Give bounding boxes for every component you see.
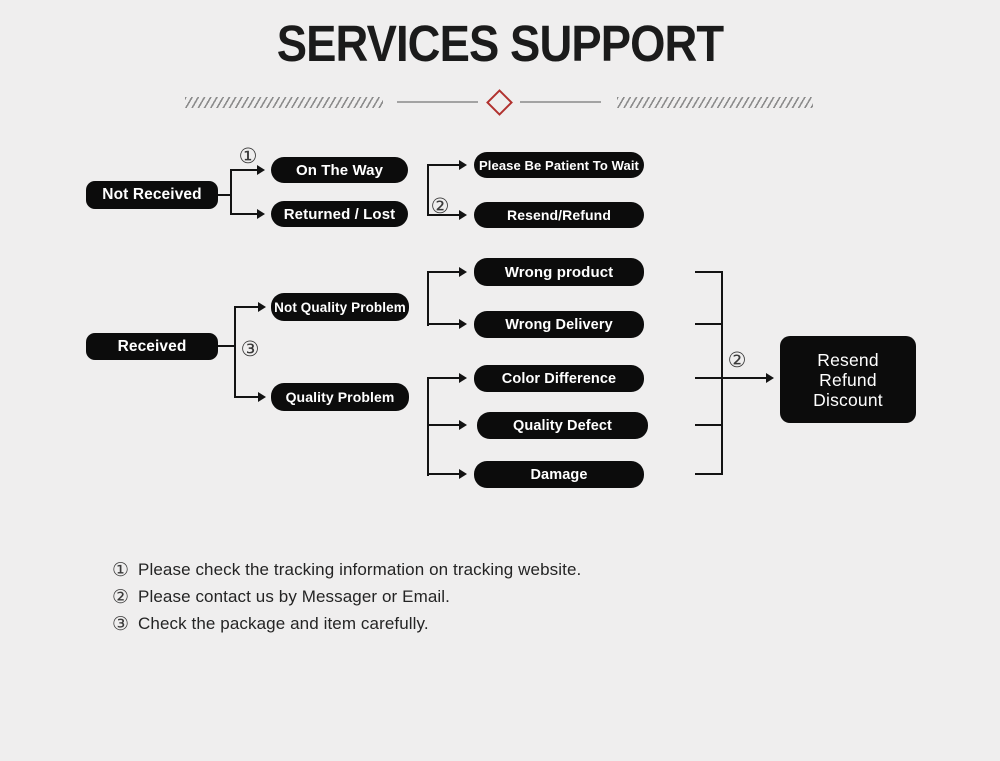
marker-2: ②	[430, 194, 450, 218]
connector-line	[427, 271, 429, 326]
node-not-received: Not Received	[86, 181, 218, 209]
final-line-refund: Refund	[819, 369, 877, 390]
connector-line	[695, 271, 723, 273]
arrowhead-icon	[258, 392, 266, 402]
arrowhead-icon	[766, 373, 774, 383]
connector-line	[721, 271, 723, 475]
arrowhead-icon	[459, 319, 467, 329]
note-text-2: Please contact us by Messager or Email.	[138, 587, 450, 606]
connector-line	[427, 323, 459, 325]
final-line-discount: Discount	[813, 389, 883, 410]
connector-line	[218, 345, 234, 347]
connector-line	[218, 194, 231, 196]
connector-line	[695, 377, 723, 379]
divider-line-right	[520, 101, 601, 103]
connector-line	[427, 473, 459, 475]
marker-2-final: ②	[727, 348, 747, 372]
note-text-1: Please check the tracking information on…	[138, 560, 582, 579]
connector-line	[234, 306, 236, 398]
hatch-pattern-right-icon	[617, 97, 813, 108]
node-not-quality-problem: Not Quality Problem	[271, 293, 409, 321]
connector-line	[427, 377, 429, 476]
node-returned-lost: Returned / Lost	[271, 201, 408, 227]
node-quality-defect: Quality Defect	[477, 412, 648, 439]
node-damage: Damage	[474, 461, 644, 488]
marker-3: ③	[240, 337, 260, 361]
arrowhead-icon	[258, 302, 266, 312]
note-item: ② Please contact us by Messager or Email…	[112, 586, 581, 608]
arrowhead-icon	[459, 160, 467, 170]
final-line-resend: Resend	[817, 349, 879, 370]
hatch-pattern-left-icon	[185, 97, 383, 108]
connector-line	[230, 169, 232, 215]
marker-1: ①	[238, 144, 258, 168]
arrowhead-icon	[257, 209, 265, 219]
note-item: ③ Check the package and item carefully.	[112, 613, 581, 635]
connector-line	[695, 473, 723, 475]
connector-line	[427, 271, 459, 273]
connector-line	[230, 213, 257, 215]
connector-line	[695, 424, 723, 426]
arrowhead-icon	[257, 165, 265, 175]
node-resend-refund: Resend/Refund	[474, 202, 644, 228]
connector-line	[234, 306, 258, 308]
connector-line	[427, 214, 459, 216]
node-on-the-way: On The Way	[271, 157, 408, 183]
node-color-difference: Color Difference	[474, 365, 644, 392]
divider-line-left	[397, 101, 478, 103]
arrowhead-icon	[459, 373, 467, 383]
node-resend-refund-discount: Resend Refund Discount	[780, 336, 916, 423]
arrowhead-icon	[459, 420, 467, 430]
note-text-3: Check the package and item carefully.	[138, 614, 429, 633]
connector-line	[427, 164, 429, 216]
connector-line	[721, 377, 766, 379]
connector-line	[695, 323, 723, 325]
node-wrong-product: Wrong product	[474, 258, 644, 286]
arrowhead-icon	[459, 210, 467, 220]
connector-line	[427, 377, 459, 379]
note-marker-2: ②	[112, 586, 130, 608]
connector-line	[427, 424, 459, 426]
node-quality-problem: Quality Problem	[271, 383, 409, 411]
note-item: ① Please check the tracking information …	[112, 559, 581, 581]
arrowhead-icon	[459, 267, 467, 277]
page-title: SERVICES SUPPORT	[276, 15, 724, 72]
connector-line	[234, 396, 258, 398]
connector-line	[427, 164, 459, 166]
diamond-icon	[486, 89, 513, 116]
connector-line	[230, 169, 257, 171]
note-marker-3: ③	[112, 613, 130, 635]
note-marker-1: ①	[112, 559, 130, 581]
node-wrong-delivery: Wrong Delivery	[474, 311, 644, 338]
footnotes: ① Please check the tracking information …	[112, 559, 581, 640]
node-please-be-patient: Please Be Patient To Wait	[474, 152, 644, 178]
node-received: Received	[86, 333, 218, 360]
arrowhead-icon	[459, 469, 467, 479]
